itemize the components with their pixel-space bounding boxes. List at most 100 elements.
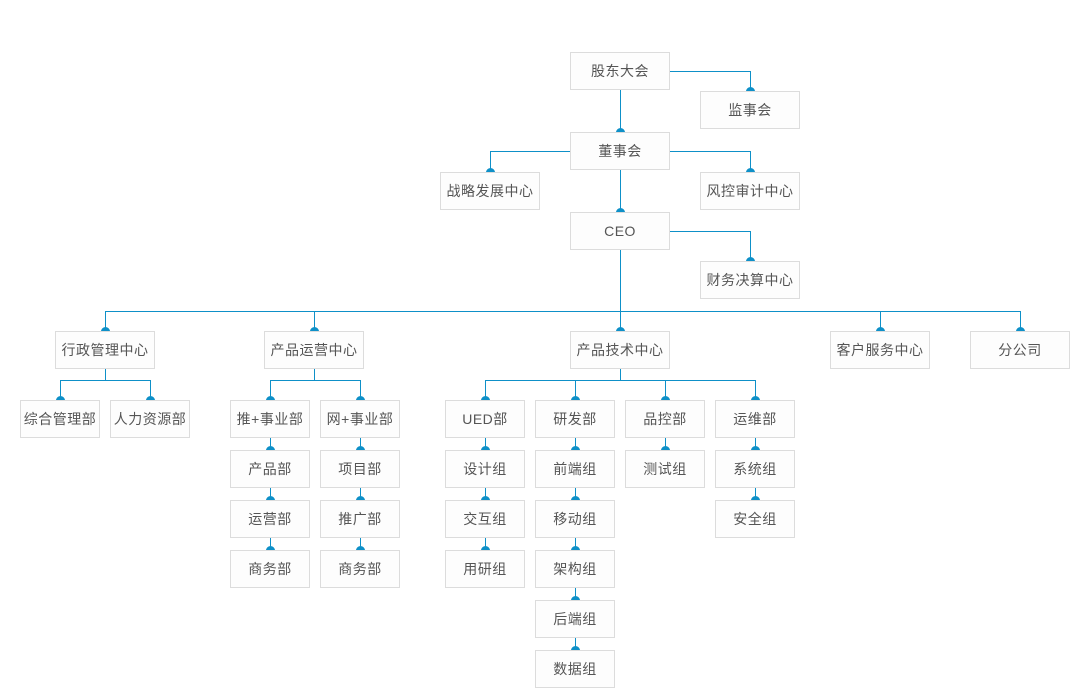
org-node-label: 后端组 — [553, 611, 597, 627]
connector-line-vertical — [575, 488, 576, 500]
org-node-label: 财务决算中心 — [706, 272, 794, 288]
connector-line-vertical — [665, 380, 666, 400]
org-node-label: 产品运营中心 — [270, 342, 358, 358]
connector-line-vertical — [620, 250, 621, 311]
connector-line-vertical — [750, 71, 751, 91]
org-node-label: 监事会 — [728, 102, 772, 118]
org-node-riskaudit[interactable]: 风控审计中心 — [700, 172, 800, 210]
org-node-label: 推+事业部 — [236, 411, 304, 427]
connector-line-vertical — [360, 488, 361, 500]
org-node-promotion[interactable]: 推广部 — [320, 500, 400, 538]
connector-line-vertical — [360, 380, 361, 400]
org-node-label: 测试组 — [643, 461, 687, 477]
org-node-label: 风控审计中心 — [706, 183, 794, 199]
connector-line-vertical — [360, 538, 361, 550]
org-node-prodops[interactable]: 产品运营中心 — [264, 331, 364, 369]
org-node-label: 研发部 — [553, 411, 597, 427]
org-node-project[interactable]: 项目部 — [320, 450, 400, 488]
connector-line-horizontal — [270, 380, 360, 381]
org-node-label: CEO — [604, 223, 636, 239]
org-node-product[interactable]: 产品部 — [230, 450, 310, 488]
org-node-label: 安全组 — [733, 511, 777, 527]
org-node-label: 交互组 — [463, 511, 507, 527]
connector-line-vertical — [314, 311, 315, 331]
org-node-datagroup[interactable]: 数据组 — [535, 650, 615, 688]
connector-line-vertical — [665, 438, 666, 450]
connector-line-horizontal — [105, 311, 1020, 312]
org-node-label: 行政管理中心 — [61, 342, 149, 358]
connector-line-vertical — [360, 438, 361, 450]
connector-line-vertical — [490, 151, 491, 172]
org-node-business1[interactable]: 商务部 — [230, 550, 310, 588]
connector-line-vertical — [620, 369, 621, 380]
org-node-branch[interactable]: 分公司 — [970, 331, 1070, 369]
org-node-label: 架构组 — [553, 561, 597, 577]
org-node-general[interactable]: 综合管理部 — [20, 400, 100, 438]
org-node-tuiplus[interactable]: 推+事业部 — [230, 400, 310, 438]
org-node-security[interactable]: 安全组 — [715, 500, 795, 538]
org-node-shareholders[interactable]: 股东大会 — [570, 52, 670, 90]
org-node-prodtech[interactable]: 产品技术中心 — [570, 331, 670, 369]
org-node-label: 分公司 — [998, 342, 1042, 358]
org-node-board[interactable]: 董事会 — [570, 132, 670, 170]
org-node-label: 移动组 — [553, 511, 597, 527]
org-node-testing[interactable]: 测试组 — [625, 450, 705, 488]
org-node-design[interactable]: 设计组 — [445, 450, 525, 488]
org-node-label: 系统组 — [733, 461, 777, 477]
connector-line-vertical — [270, 380, 271, 400]
connector-line-vertical — [575, 438, 576, 450]
org-node-label: 战略发展中心 — [446, 183, 534, 199]
connector-line-vertical — [60, 380, 61, 400]
org-node-quality[interactable]: 品控部 — [625, 400, 705, 438]
org-node-frontend[interactable]: 前端组 — [535, 450, 615, 488]
connector-line-vertical — [485, 538, 486, 550]
connector-line-vertical — [755, 438, 756, 450]
org-node-admin[interactable]: 行政管理中心 — [55, 331, 155, 369]
connector-line-vertical — [880, 311, 881, 331]
org-node-wangplus[interactable]: 网+事业部 — [320, 400, 400, 438]
org-node-customer[interactable]: 客户服务中心 — [830, 331, 930, 369]
connector-line-vertical — [270, 488, 271, 500]
org-node-mobile[interactable]: 移动组 — [535, 500, 615, 538]
org-node-label: 股东大会 — [591, 63, 649, 79]
org-node-label: 人力资源部 — [113, 411, 187, 427]
connector-line-vertical — [750, 231, 751, 261]
org-node-interaction[interactable]: 交互组 — [445, 500, 525, 538]
org-node-architecture[interactable]: 架构组 — [535, 550, 615, 588]
connector-line-vertical — [105, 369, 106, 380]
org-node-label: UED部 — [462, 411, 508, 427]
org-node-label: 客户服务中心 — [836, 342, 924, 358]
org-node-finance[interactable]: 财务决算中心 — [700, 261, 800, 299]
org-node-label: 网+事业部 — [326, 411, 394, 427]
org-node-rnd[interactable]: 研发部 — [535, 400, 615, 438]
org-node-business2[interactable]: 商务部 — [320, 550, 400, 588]
org-node-operation[interactable]: 运营部 — [230, 500, 310, 538]
org-node-label: 数据组 — [553, 661, 597, 677]
org-node-userresearch[interactable]: 用研组 — [445, 550, 525, 588]
org-node-label: 品控部 — [643, 411, 687, 427]
org-node-strategy[interactable]: 战略发展中心 — [440, 172, 540, 210]
org-node-label: 推广部 — [338, 511, 382, 527]
org-node-ued[interactable]: UED部 — [445, 400, 525, 438]
org-node-hr[interactable]: 人力资源部 — [110, 400, 190, 438]
connector-line-vertical — [270, 438, 271, 450]
org-node-supervisors[interactable]: 监事会 — [700, 91, 800, 129]
connector-line-vertical — [575, 588, 576, 600]
org-node-label: 商务部 — [338, 561, 382, 577]
org-node-system[interactable]: 系统组 — [715, 450, 795, 488]
connector-line-horizontal — [670, 231, 750, 232]
org-node-label: 董事会 — [598, 143, 642, 159]
connector-line-vertical — [314, 369, 315, 380]
org-node-devops[interactable]: 运维部 — [715, 400, 795, 438]
connector-line-vertical — [575, 638, 576, 650]
org-node-ceo[interactable]: CEO — [570, 212, 670, 250]
org-node-label: 综合管理部 — [23, 411, 97, 427]
connector-line-vertical — [755, 488, 756, 500]
org-node-label: 运维部 — [733, 411, 777, 427]
connector-line-horizontal — [670, 151, 750, 152]
connector-line-vertical — [620, 311, 621, 331]
org-node-backend[interactable]: 后端组 — [535, 600, 615, 638]
connector-line-horizontal — [490, 151, 570, 152]
connector-line-vertical — [755, 380, 756, 400]
